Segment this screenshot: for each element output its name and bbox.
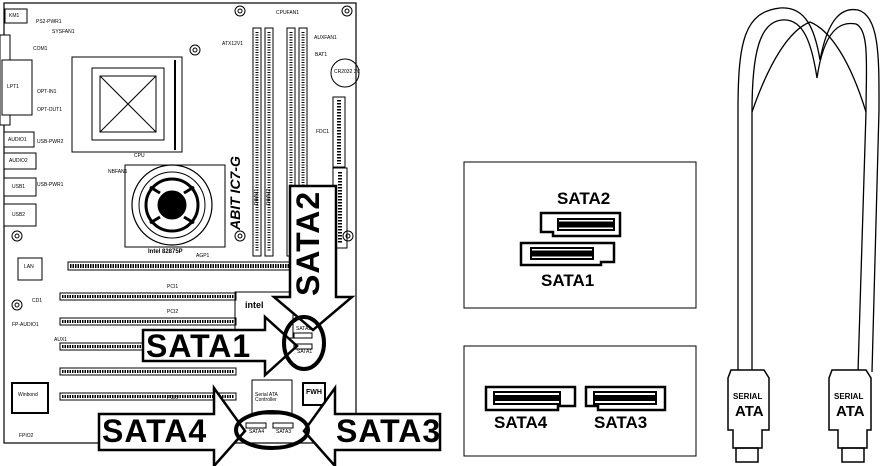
sata3-4-highlight [234, 410, 310, 450]
sata2-callout-arrow [270, 184, 356, 332]
sata-controller-label: Serial ATA Controller [255, 392, 278, 403]
onboard-sata3-label: SATA3 [276, 429, 292, 435]
onboard-sata1-label: SATA1 [297, 349, 313, 355]
panel-bottom-sata4-label: SATA4 [494, 413, 548, 432]
winbond-label: Winbond [18, 392, 38, 398]
usb1-label: USB1 [12, 184, 26, 190]
agp-slot [67, 261, 327, 271]
optin-label: OPT-IN1 [37, 89, 57, 95]
agp-label: AGP1 [196, 253, 210, 259]
usbpwr1-label: USB-PWR1 [37, 182, 64, 188]
panel-top [463, 161, 697, 309]
ps2pwr-label: PS2-PWR1 [36, 19, 62, 25]
sata2-callout-label: SATA2 [290, 190, 326, 296]
plug-right-serial-text: SERIAL [834, 392, 864, 401]
km-label: KM1 [9, 13, 20, 19]
com-label: COM1 [33, 46, 48, 52]
panel-bottom-sata3-label: SATA3 [594, 413, 648, 432]
dimm2-label: DIMM2 [266, 188, 272, 205]
battery-label: CR2032 3V [334, 69, 360, 75]
pci1-label: PCI1 [167, 284, 179, 290]
plug-right-ata-text: ATA [836, 403, 865, 420]
dimm1-label: DIMM1 [254, 188, 260, 205]
usb2-label: USB2 [12, 212, 26, 218]
panel-top-sata2-label: SATA2 [557, 189, 611, 208]
fdc-label: FDC1 [316, 129, 330, 135]
sata1-2-highlight [282, 315, 326, 371]
sata3-callout-label: SATA3 [336, 413, 442, 449]
plug-left-serial-text: SERIAL [733, 392, 763, 401]
audio1-label: AUDIO1 [8, 137, 27, 143]
plug-left-ata-text: ATA [735, 403, 764, 420]
auxfan-label: AUXFAN1 [314, 35, 337, 41]
sysfan-label: SYSFAN1 [52, 29, 75, 35]
optout-label: OPT-OUT1 [37, 107, 63, 113]
cpu-label: CPU [134, 153, 145, 159]
cd-label: CD1 [32, 298, 43, 304]
sata1-callout-label: SATA1 [146, 328, 252, 364]
audio2-label: AUDIO2 [9, 158, 28, 164]
fpio-label: FPIO2 [19, 433, 34, 439]
panel-top-sata1-label: SATA1 [541, 271, 595, 290]
cable-plug-right [828, 369, 872, 463]
sata-cable [737, 7, 880, 373]
pci5-label: PCI5 [167, 395, 179, 401]
northbridge-label: Intel 82875P [148, 249, 183, 255]
northbridge-fan [124, 164, 226, 248]
sata3-callout-arrow [302, 384, 442, 466]
mounting-holes [11, 5, 354, 311]
brand-text: ABIT [227, 197, 243, 230]
sata1-callout-arrow [141, 314, 299, 378]
onboard-chips [11, 257, 326, 415]
onboard-sata2-label: SATA2 [296, 326, 312, 332]
board-model-label: ABIT IC7-G [227, 156, 243, 230]
sata4-callout-arrow [97, 384, 247, 466]
pci2-label: PCI2 [167, 309, 179, 315]
aux-label: AUX1 [54, 337, 68, 343]
model-text: IC7-G [227, 156, 243, 194]
sata2-port-shape [539, 211, 622, 238]
sata1-port-shape [519, 241, 616, 267]
panel-bottom [463, 345, 697, 457]
cpu-socket [71, 56, 183, 153]
cpufan-label: CPUFAN1 [276, 10, 300, 16]
lpt-label: LPT1 [7, 84, 19, 90]
cable-plug-left [727, 369, 770, 463]
onboard-sata-ports [245, 332, 313, 429]
fpaudio-label: FP-AUDIO1 [12, 322, 39, 328]
sata4-callout-label: SATA4 [102, 413, 208, 449]
cmos-battery [330, 58, 360, 88]
atx12v-label: ATX12V1 [222, 41, 244, 47]
lan-label: LAN [24, 264, 34, 270]
nbfan-label: NBFAN1 [108, 169, 128, 175]
intel-fw-label: intel [245, 300, 264, 310]
sata4-port-shape [484, 385, 577, 412]
fwh-label: FWH [306, 389, 322, 396]
bat-label: BAT1 [315, 52, 328, 58]
onboard-sata4-label: SATA4 [249, 429, 265, 435]
rear-io-connectors [0, 8, 37, 227]
sata3-port-shape [584, 385, 667, 412]
usbpwr2-label: USB-PWR2 [37, 139, 64, 145]
